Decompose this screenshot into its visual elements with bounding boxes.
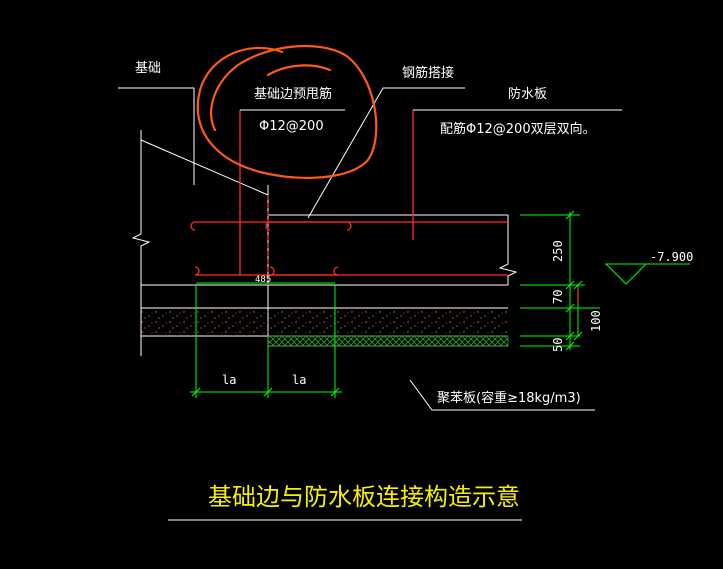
label-edge-bar: 基础边预甩筋	[254, 86, 332, 102]
label-polystyrene-board: 聚苯板(容重≥18kg/m3)	[437, 390, 581, 406]
dim-small: 485	[255, 275, 271, 285]
dim-anchor-left: la	[222, 373, 236, 387]
label-waterproof-slab: 防水板	[508, 86, 547, 102]
drawing-title: 基础边与防水板连接构造示意	[208, 483, 520, 511]
label-foundation: 基础	[135, 61, 161, 76]
dimension-lines	[190, 210, 690, 398]
dim-cushion-100: 100	[589, 310, 603, 332]
concrete-cushion	[141, 308, 508, 336]
dim-slab-250: 250	[551, 240, 565, 262]
label-edge-bar-spec: Φ12@200	[259, 119, 324, 134]
freehand-circle-annotation	[196, 44, 378, 179]
dim-layer-50: 50	[551, 338, 565, 352]
label-slab-rebar-spec: 配筋Φ12@200双层双向。	[440, 121, 596, 137]
dim-anchor-right: la	[292, 373, 306, 387]
leader-lines	[118, 87, 622, 411]
dim-elevation: -7.900	[650, 250, 693, 264]
label-rebar-lap: 钢筋搭接	[402, 65, 454, 81]
dim-cushion-70: 70	[551, 290, 565, 304]
rebar	[190, 110, 508, 285]
polystyrene-board	[267, 335, 509, 347]
